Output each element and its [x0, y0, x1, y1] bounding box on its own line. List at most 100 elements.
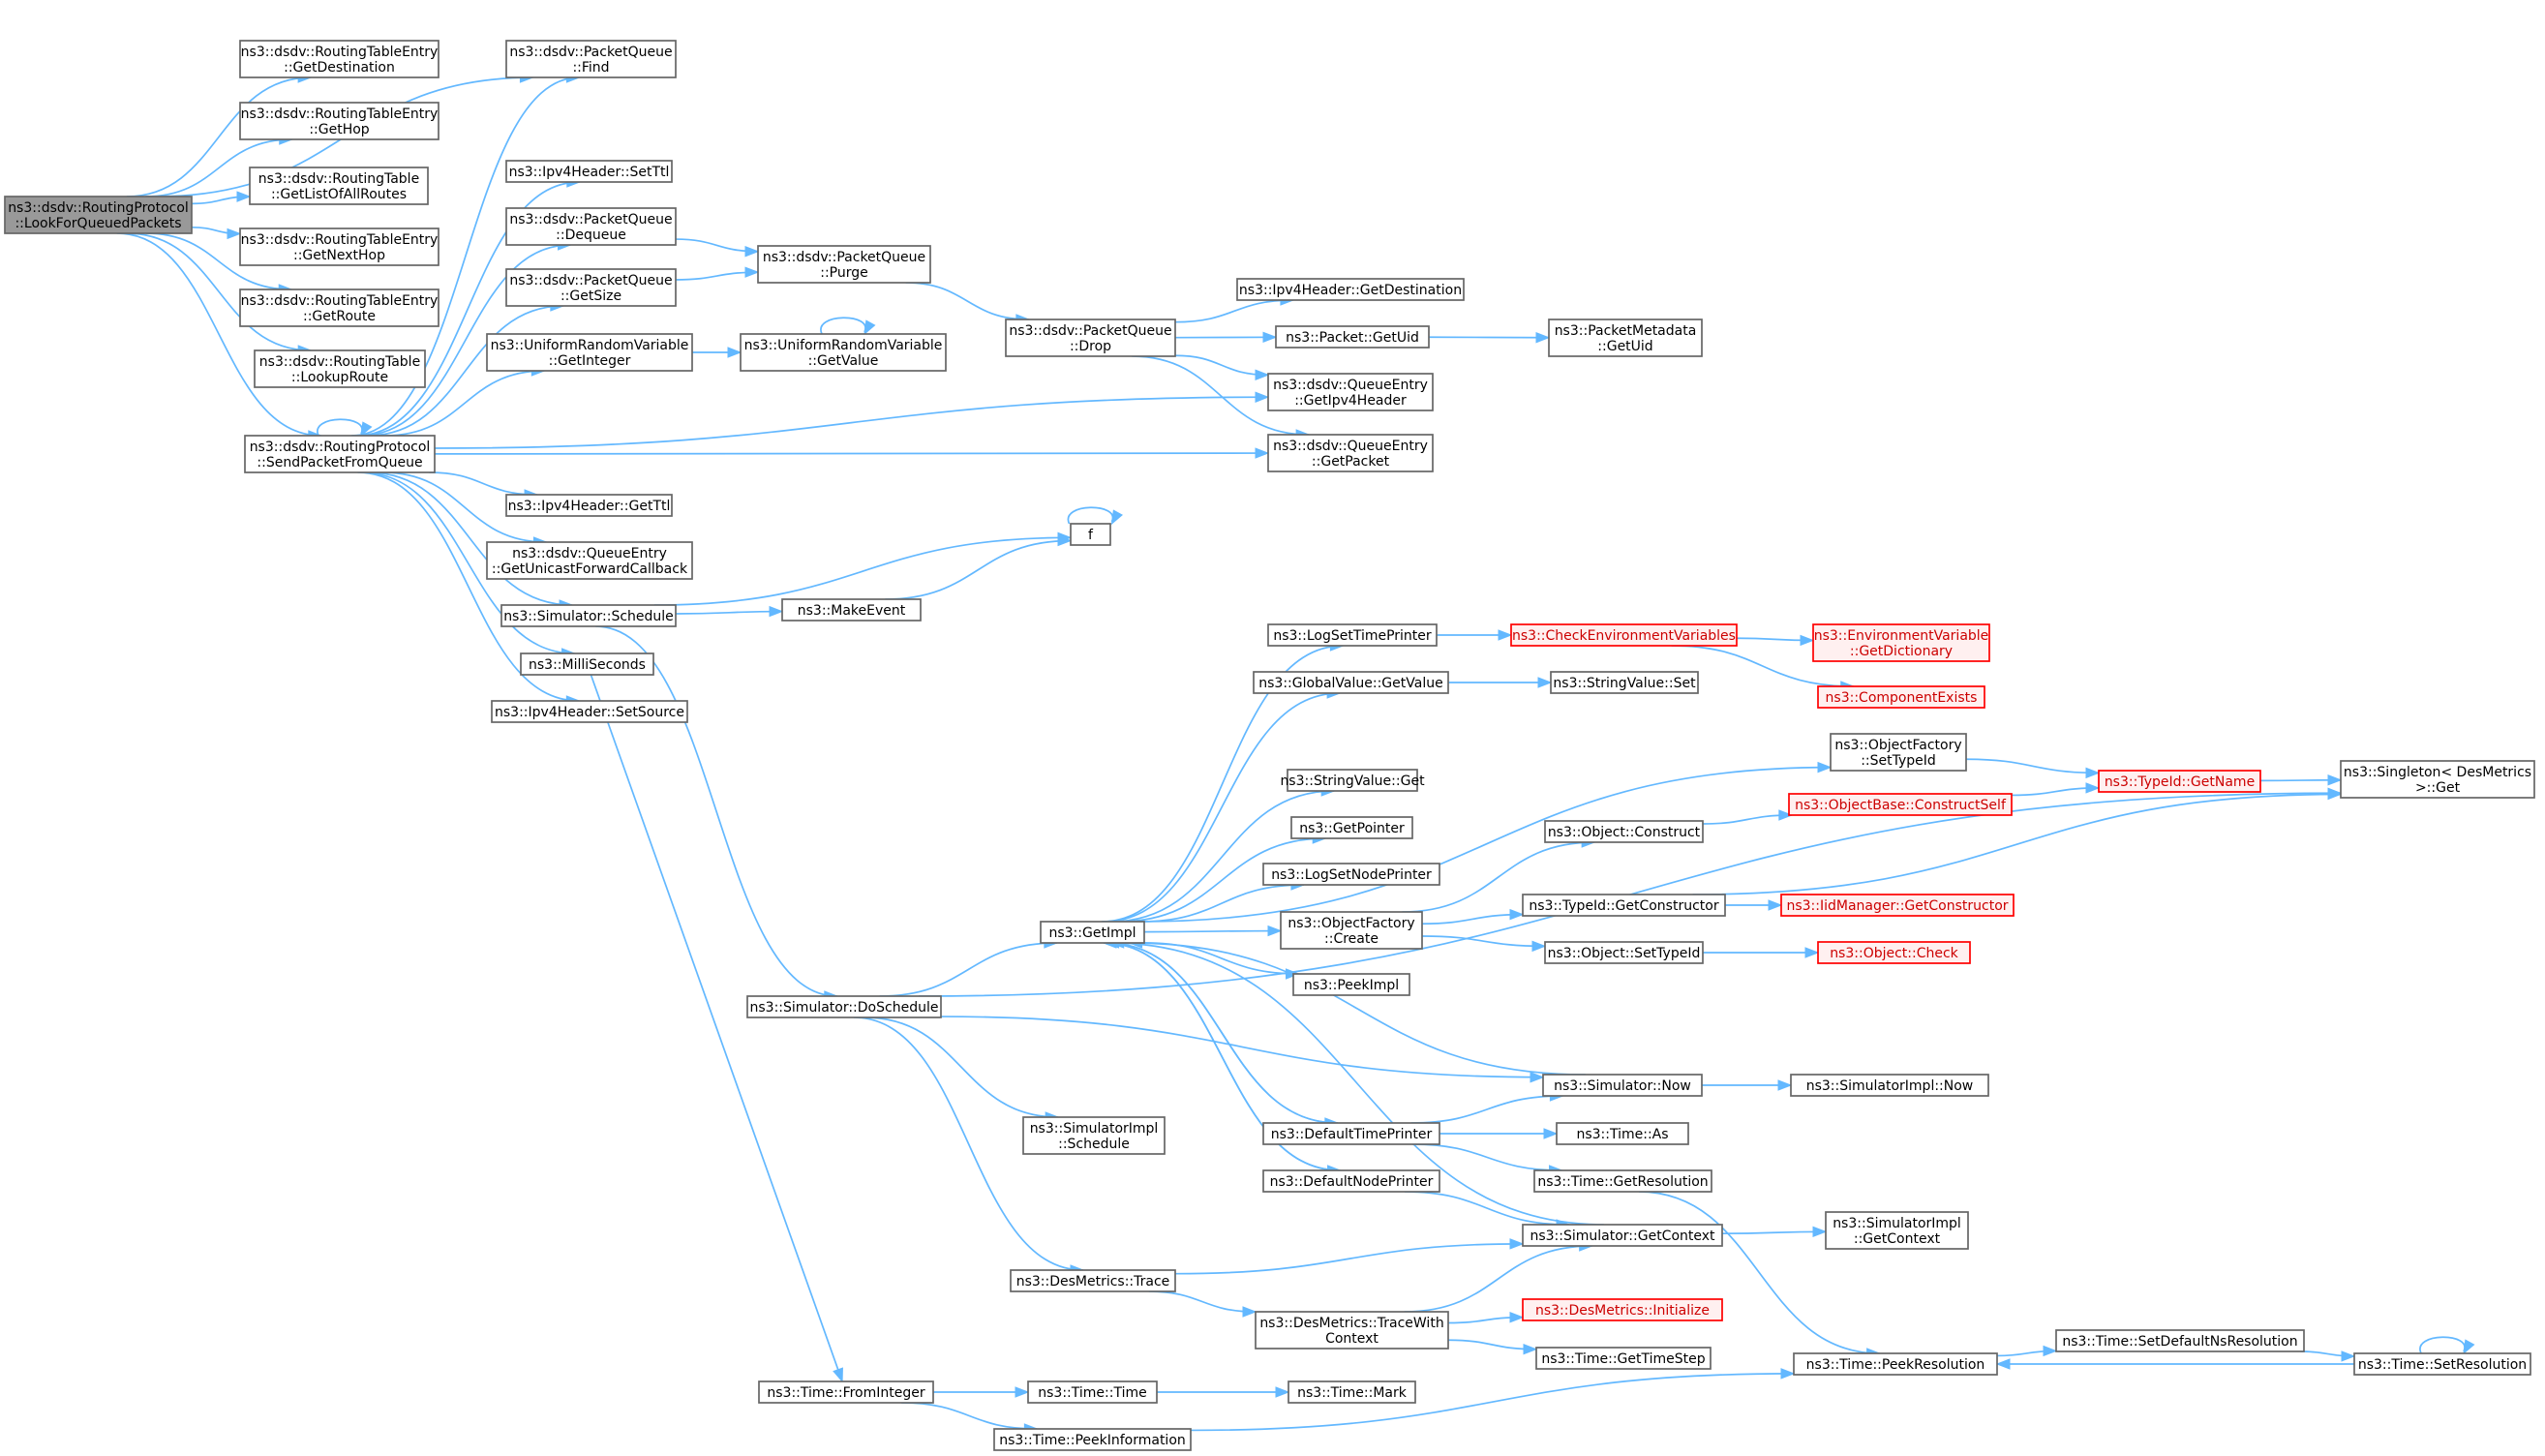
- edge-urv_getval-to-urv_getval: [820, 317, 876, 336]
- node-rt_getlist[interactable]: ns3::dsdv::RoutingTable::GetListOfAllRou…: [249, 167, 429, 205]
- node-qe_getucast[interactable]: ns3::dsdv::QueueEntry::GetUnicastForward…: [486, 541, 693, 580]
- node-singleton_get[interactable]: ns3::Singleton< DesMetrics >::Get: [2340, 760, 2535, 799]
- node-ipv4_setsrc[interactable]: ns3::Ipv4Header::SetSource: [491, 700, 688, 723]
- node-sv_get[interactable]: ns3::StringValue::Get: [1280, 769, 1425, 792]
- node-label: ::SendPacketFromQueue: [257, 455, 422, 470]
- edge-89-arrowhead: [2463, 1339, 2475, 1355]
- node-simimpl_sched[interactable]: ns3::SimulatorImpl::Schedule: [1022, 1116, 1166, 1155]
- edge-line: [1702, 814, 1792, 825]
- node-time_setdefns[interactable]: ns3::Time::SetDefaultNsResolution: [2055, 1329, 2305, 1352]
- node-gv_getvalue[interactable]: ns3::GlobalValue::GetValue: [1253, 671, 1449, 694]
- node-compexists[interactable]: ns3::ComponentExists: [1817, 685, 1985, 709]
- node-sv_set[interactable]: ns3::StringValue::Set: [1550, 671, 1699, 694]
- node-ipv4_getdest[interactable]: ns3::Ipv4Header::GetDestination: [1236, 278, 1465, 301]
- node-obj_settypeid[interactable]: ns3::Object::SetTypeId: [1544, 941, 1704, 964]
- node-box: [486, 333, 693, 372]
- node-ob_constructself[interactable]: ns3::ObjectBase::ConstructSelf: [1788, 793, 2013, 816]
- node-pm_getuid[interactable]: ns3::PacketMetadata::GetUid: [1548, 318, 1703, 357]
- edge-sim_dosched-to-sim_now: [940, 1016, 1545, 1083]
- edge-line: [1110, 942, 1604, 1226]
- node-time_as[interactable]: ns3::Time::As: [1556, 1122, 1689, 1145]
- node-box: [1790, 1074, 1989, 1097]
- node-sendq[interactable]: ns3::dsdv::RoutingProtocol::SendPacketFr…: [244, 435, 436, 473]
- edge-sim_schedule-to-makeevent: [675, 605, 784, 618]
- node-of_create[interactable]: ns3::ObjectFactory::Create: [1280, 911, 1423, 950]
- node-urv_getval[interactable]: ns3::UniformRandomVariable::GetValue: [740, 333, 947, 372]
- node-rte_getnexthop[interactable]: ns3::dsdv::RoutingTableEntry::GetNextHop: [239, 228, 439, 266]
- node-ipv4_getttl[interactable]: ns3::Ipv4Header::GetTtl: [505, 494, 673, 517]
- edge-f-to-f: [1067, 506, 1123, 526]
- node-time_peekinfo[interactable]: ns3::Time::PeekInformation: [993, 1428, 1192, 1451]
- node-desm_init[interactable]: ns3::DesMetrics::Initialize: [1522, 1298, 1723, 1321]
- node-f[interactable]: f: [1070, 523, 1111, 546]
- edge-line: [1404, 1245, 1592, 1313]
- node-sim_dosched[interactable]: ns3::Simulator::DoSchedule: [746, 995, 942, 1018]
- node-time_peekres[interactable]: ns3::Time::PeekResolution: [1793, 1352, 1998, 1376]
- node-simimpl_now[interactable]: ns3::SimulatorImpl::Now: [1790, 1074, 1989, 1097]
- edge-root-to-rte_getnexthop: [191, 226, 242, 240]
- node-rte_gethop[interactable]: ns3::dsdv::RoutingTableEntry::GetHop: [239, 102, 439, 140]
- node-pq_dequeue[interactable]: ns3::dsdv::PacketQueue::Dequeue: [505, 207, 677, 246]
- node-logsettime[interactable]: ns3::LogSetTimePrinter: [1267, 623, 1438, 647]
- node-rte_getroute[interactable]: ns3::dsdv::RoutingTableEntry::GetRoute: [239, 288, 439, 327]
- node-qe_getpacket[interactable]: ns3::dsdv::QueueEntry::GetPacket: [1267, 434, 1434, 472]
- edge-21-arrowhead: [744, 245, 760, 258]
- node-qe_getipv4[interactable]: ns3::dsdv::QueueEntry::GetIpv4Header: [1267, 373, 1434, 411]
- node-urv_getint[interactable]: ns3::UniformRandomVariable::GetInteger: [486, 333, 693, 372]
- node-checkenv[interactable]: ns3::CheckEnvironmentVariables: [1510, 623, 1738, 647]
- node-pq_getsize[interactable]: ns3::dsdv::PacketQueue::GetSize: [505, 268, 677, 307]
- node-time_mark[interactable]: ns3::Time::Mark: [1288, 1380, 1416, 1404]
- node-pkt_getuid[interactable]: ns3::Packet::GetUid: [1275, 325, 1430, 349]
- node-iid_getctor[interactable]: ns3::IidManager::GetConstructor: [1780, 894, 2015, 917]
- node-pq_drop[interactable]: ns3::dsdv::PacketQueue::Drop: [1005, 318, 1176, 357]
- edge-ob_constructself-to-typeid_getname: [2011, 782, 2101, 797]
- node-ipv4_setttl[interactable]: ns3::Ipv4Header::SetTtl: [505, 160, 673, 183]
- node-deftimeprinter[interactable]: ns3::DefaultTimePrinter: [1262, 1122, 1440, 1145]
- node-defnodeprinter[interactable]: ns3::DefaultNodePrinter: [1262, 1169, 1440, 1193]
- node-label: ns3::TypeId::GetName: [2105, 774, 2255, 790]
- node-sim_getctx[interactable]: ns3::Simulator::GetContext: [1522, 1224, 1723, 1247]
- node-obj_check[interactable]: ns3::Object::Check: [1817, 941, 1971, 964]
- node-pq_purge[interactable]: ns3::dsdv::PacketQueue::Purge: [757, 245, 931, 284]
- edge-desm_tracewith-to-desm_init: [1447, 1312, 1525, 1324]
- edge-time_time-to-time_mark: [1156, 1386, 1290, 1398]
- node-typeid_getctor[interactable]: ns3::TypeId::GetConstructor: [1522, 894, 1726, 917]
- node-label: ns3::Ipv4Header::GetDestination: [1239, 283, 1462, 298]
- node-logsetnode[interactable]: ns3::LogSetNodePrinter: [1262, 863, 1440, 886]
- node-typeid_getname[interactable]: ns3::TypeId::GetName: [2098, 770, 2261, 793]
- edge-line: [1143, 929, 1282, 933]
- node-time_getres[interactable]: ns3::Time::GetResolution: [1533, 1169, 1712, 1193]
- node-peekimpl[interactable]: ns3::PeekImpl: [1292, 973, 1410, 996]
- edge-55-arrowhead: [1537, 677, 1553, 688]
- node-sim_schedule[interactable]: ns3::Simulator::Schedule: [500, 604, 677, 627]
- edge-line: [1067, 506, 1114, 525]
- node-rt_lookup[interactable]: ns3::dsdv::RoutingTable::LookupRoute: [254, 349, 426, 388]
- node-root[interactable]: ns3::dsdv::RoutingProtocol::LookForQueue…: [4, 196, 193, 234]
- edge-86-arrowhead: [2043, 1345, 2058, 1357]
- node-getimpl[interactable]: ns3::GetImpl: [1040, 921, 1145, 944]
- node-desm_trace[interactable]: ns3::DesMetrics::Trace: [1010, 1269, 1176, 1292]
- node-label: ns3::dsdv::PacketQueue: [509, 45, 672, 60]
- node-box: [239, 228, 439, 266]
- node-millis[interactable]: ns3::MilliSeconds: [520, 652, 654, 676]
- node-pq_find[interactable]: ns3::dsdv::PacketQueue::Find: [505, 40, 677, 78]
- node-getpointer[interactable]: ns3::GetPointer: [1290, 816, 1413, 839]
- node-label: ns3::Ipv4Header::SetTtl: [509, 165, 670, 180]
- node-rte_getdest[interactable]: ns3::dsdv::RoutingTableEntry::GetDestina…: [239, 40, 439, 78]
- node-obj_construct[interactable]: ns3::Object::Construct: [1544, 820, 1704, 843]
- node-label: ns3::Time::GetResolution: [1537, 1174, 1708, 1190]
- node-time_gettimestep[interactable]: ns3::Time::GetTimeStep: [1535, 1347, 1712, 1370]
- node-time_time[interactable]: ns3::Time::Time: [1027, 1380, 1158, 1404]
- node-time_fromint[interactable]: ns3::Time::FromInteger: [758, 1380, 934, 1404]
- edge-line: [595, 625, 837, 997]
- node-simimpl_getctx[interactable]: ns3::SimulatorImpl::GetContext: [1825, 1211, 1969, 1250]
- edge-82-arrowhead: [1015, 1386, 1030, 1398]
- node-makeevent[interactable]: ns3::MakeEvent: [781, 598, 922, 622]
- edge-sim_now-to-simimpl_now: [1701, 1079, 1793, 1091]
- node-env_getdict[interactable]: ns3::EnvironmentVariable::GetDictionary: [1812, 623, 1990, 662]
- edge-line: [1148, 1290, 1257, 1313]
- node-time_setres[interactable]: ns3::Time::SetResolution: [2353, 1352, 2531, 1376]
- node-of_settypeid[interactable]: ns3::ObjectFactory::SetTypeId: [1830, 733, 1967, 772]
- node-sim_now[interactable]: ns3::Simulator::Now: [1542, 1074, 1703, 1097]
